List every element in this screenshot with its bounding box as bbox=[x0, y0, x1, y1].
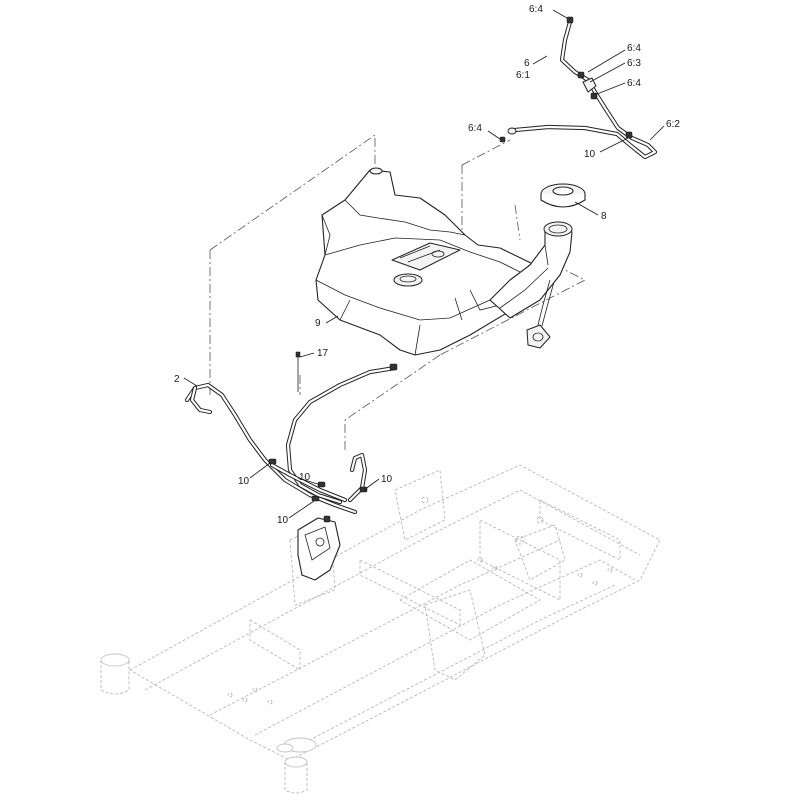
fuel-cap bbox=[540, 183, 586, 208]
cable-tie bbox=[295, 351, 301, 392]
fuel-hose-right bbox=[269, 365, 398, 505]
callout-6-4-a: 6:4 bbox=[627, 43, 641, 54]
leader-lines bbox=[183, 9, 665, 519]
callout-6: 6 bbox=[524, 58, 530, 69]
callout-labels: 6:4 6 6:1 6:4 6:3 6:4 6:4 6:2 10 8 9 17 … bbox=[174, 4, 680, 526]
callout-6-3: 6:3 bbox=[627, 58, 641, 69]
callout-9: 9 bbox=[315, 318, 321, 329]
filler-neck bbox=[489, 221, 573, 319]
hose-clamps bbox=[268, 363, 398, 502]
callout-6-4-top: 6:4 bbox=[529, 4, 543, 15]
callout-10-top: 10 bbox=[584, 149, 596, 160]
callout-2: 2 bbox=[174, 374, 180, 385]
callout-6-4-b: 6:4 bbox=[627, 78, 641, 89]
callout-10-a: 10 bbox=[238, 476, 250, 487]
callout-10-b: 10 bbox=[299, 472, 311, 483]
alignment-lines bbox=[209, 134, 586, 450]
fuel-tank bbox=[315, 167, 546, 356]
cap-tether bbox=[526, 279, 555, 349]
vent-hose-assembly bbox=[499, 16, 658, 160]
callout-8: 8 bbox=[601, 211, 607, 222]
chassis-frame bbox=[100, 464, 661, 794]
callout-6-4-left: 6:4 bbox=[468, 123, 482, 134]
callout-10-c: 10 bbox=[381, 474, 393, 485]
callout-17: 17 bbox=[317, 348, 329, 359]
callout-6-2: 6:2 bbox=[666, 119, 680, 130]
callout-6-1: 6:1 bbox=[516, 70, 530, 81]
callout-10-d: 10 bbox=[277, 515, 289, 526]
fuel-pump-bracket bbox=[297, 515, 341, 581]
